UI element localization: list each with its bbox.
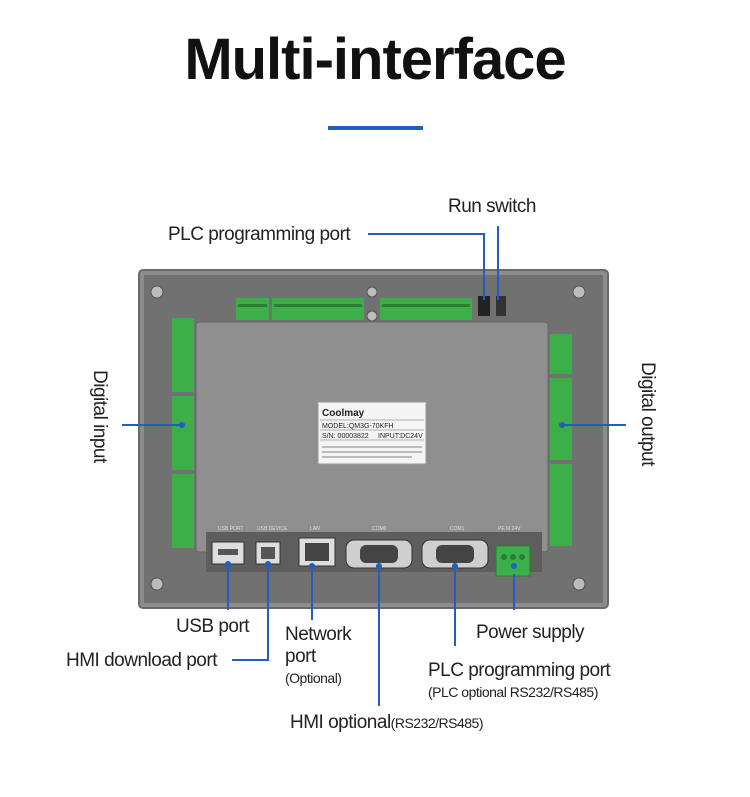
right-terminals bbox=[550, 334, 572, 546]
top-terminals bbox=[236, 298, 472, 320]
caption-lan: LAN bbox=[310, 526, 320, 532]
usb-port-label: USB port bbox=[176, 616, 250, 637]
terminal-right-2 bbox=[550, 378, 572, 460]
run-switch-label: Run switch bbox=[448, 196, 536, 217]
terminal-right-3 bbox=[550, 464, 572, 546]
plc-optional-label: (PLC optional RS232/RS485) bbox=[428, 684, 598, 700]
com1-port-shape bbox=[421, 539, 489, 569]
hmi-optional-label: HMI optional(RS232/RS485) bbox=[290, 712, 484, 734]
network-port-label: Network bbox=[285, 624, 352, 645]
terminal-left-1 bbox=[172, 318, 194, 392]
leader-hmi-download bbox=[232, 564, 269, 661]
screw-br bbox=[572, 577, 586, 591]
terminal-top-3 bbox=[380, 298, 472, 320]
hmi-optional-text: HMI optional bbox=[290, 712, 391, 733]
terminal-left-2 bbox=[172, 396, 194, 470]
caption-power: PE M 24V bbox=[498, 526, 521, 532]
screw-group bbox=[150, 285, 586, 591]
caption-usb: USB PORT bbox=[218, 526, 243, 532]
left-terminals bbox=[172, 318, 194, 548]
network-port-label-line2: port bbox=[285, 646, 316, 667]
network-optional-label: (Optional) bbox=[285, 670, 342, 686]
screw-bl bbox=[150, 577, 164, 591]
terminal-top-1 bbox=[236, 298, 269, 320]
com0-port-shape bbox=[345, 539, 413, 569]
product-label bbox=[317, 401, 427, 465]
caption-usb-device: USB DEVICE bbox=[257, 526, 288, 532]
leader-plc-top bbox=[368, 233, 485, 300]
hmi-optional-suffix: (RS232/RS485) bbox=[390, 715, 484, 731]
run-switch bbox=[496, 296, 506, 316]
screw-tm2 bbox=[366, 310, 378, 322]
label-brand: Coolmay bbox=[322, 408, 365, 419]
screw-tm bbox=[366, 286, 378, 298]
label-model: MODEL:QM3G-70KFH bbox=[322, 423, 394, 430]
terminal-right-1 bbox=[550, 334, 572, 374]
terminal-left-3 bbox=[172, 474, 194, 548]
page-title: Multi-interface bbox=[184, 27, 566, 92]
screw-tl bbox=[150, 285, 164, 299]
digital-input-label: Digital input bbox=[89, 370, 110, 463]
screw-tr bbox=[572, 285, 586, 299]
caption-com1: COM1 bbox=[450, 526, 465, 532]
plc-programming-port-bottom-label: PLC programming port bbox=[428, 660, 611, 681]
caption-com0: COM0 bbox=[372, 526, 387, 532]
title-underline bbox=[328, 126, 423, 130]
digital-output-label: Digital output bbox=[637, 362, 658, 466]
label-input: INPUT:DC24V bbox=[378, 433, 423, 440]
leader-lines bbox=[122, 226, 626, 706]
terminal-top-2 bbox=[272, 298, 364, 320]
power-terminal-shape bbox=[495, 545, 531, 577]
plc-programming-port-top-label: PLC programming port bbox=[168, 224, 351, 245]
power-supply-label: Power supply bbox=[476, 622, 585, 643]
plc-programming-port bbox=[478, 296, 490, 316]
label-serial: S/N: 00003822 bbox=[322, 433, 369, 440]
hmi-download-port-label: HMI download port bbox=[66, 650, 217, 671]
